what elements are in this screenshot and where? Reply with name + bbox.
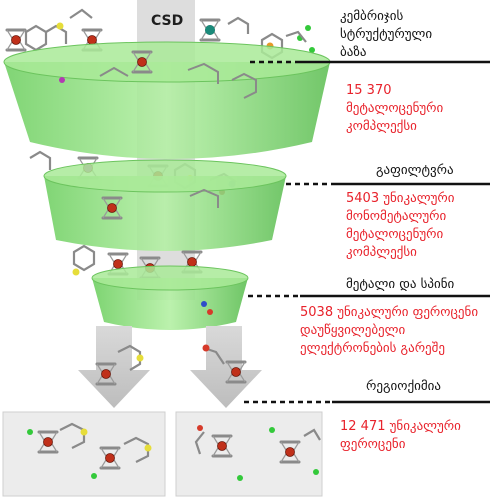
output-box-right — [175, 411, 323, 497]
connector-lines — [244, 60, 490, 404]
stage-1-title-line-3: ბაზა — [340, 45, 367, 60]
stage-4-title-line-1: რეგიოქიმია — [366, 379, 441, 394]
stage-1-count: 15 370 მეტალოცენური კომპლექსი — [346, 82, 443, 136]
molecule-cluster-lower — [72, 244, 203, 280]
source-label: CSD — [151, 13, 183, 29]
stage-3-count-line-1: 5038 უნიკალური ფეროცენი — [300, 305, 479, 320]
stage-4-count-line-2: ფეროცენი — [340, 437, 406, 452]
funnel-tier-2 — [43, 159, 287, 251]
output-arrow-right — [190, 326, 262, 408]
funnel-tier-1 — [3, 41, 331, 159]
stage-4-title: რეგიოქიმია — [366, 378, 441, 396]
stage-3-count-line-2: დაუწყვილებელი — [300, 323, 406, 338]
stage-3-count-line-3: ელექტრონების გარეშე — [300, 341, 445, 356]
stage-2-title-line-1: გაფილტვრა — [376, 163, 454, 178]
output-box-left — [2, 411, 166, 497]
stage-4-count: 12 471 უნიკალური ფეროცენი — [340, 418, 461, 454]
output-arrow-left — [78, 326, 150, 408]
stage-1-title-line-1: კემბრიჯის — [340, 9, 404, 24]
stage-3-title: მეტალი და სპინი — [346, 276, 454, 294]
stage-2-count: 5403 უნიკალური მონომეტალური მეტალოცენური… — [346, 190, 454, 262]
stage-3-title-line-1: მეტალი და სპინი — [346, 277, 455, 292]
stage-2-count-line-2: მონომეტალური — [346, 209, 447, 224]
stage-1-count-line-2: მეტალოცენური — [346, 101, 444, 116]
stage-2-count-line-1: 5403 უნიკალური — [346, 191, 455, 206]
stage-1-title-line-2: სტრუქტურული — [340, 27, 433, 42]
stage-1-count-line-1: 15 370 — [346, 83, 392, 98]
stage-2-count-line-4: კომპლექსი — [346, 245, 417, 260]
stage-4-count-line-1: 12 471 უნიკალური — [340, 419, 461, 434]
funnel-tier-3 — [91, 265, 249, 330]
stage-2-title: გაფილტვრა — [376, 162, 454, 180]
stage-2-count-line-3: მეტალოცენური — [346, 227, 444, 242]
stage-3-count: 5038 უნიკალური ფეროცენი დაუწყვილებელი ელ… — [300, 304, 478, 358]
stage-1-count-line-3: კომპლექსი — [346, 119, 417, 134]
stage-1-title: კემბრიჯის სტრუქტურული ბაზა — [340, 8, 432, 62]
